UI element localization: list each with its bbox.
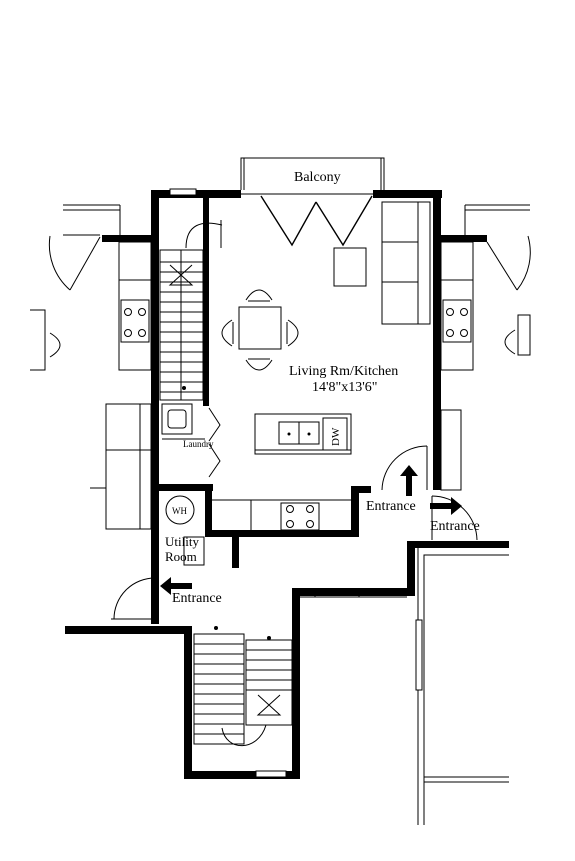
entrance-left-door[interactable]	[111, 577, 156, 620]
left-wall	[151, 190, 159, 622]
lower-right-step-wall	[407, 541, 415, 596]
dining-chair-right	[286, 319, 299, 347]
utility-right-wall	[205, 484, 212, 536]
french-door-left	[260, 195, 317, 247]
neighbor-unit-left	[30, 204, 152, 530]
utility-room: WH Utility Room	[165, 495, 205, 566]
lower-corridor	[300, 548, 509, 825]
french-door-right	[315, 195, 373, 247]
entrance-right-label: Entrance	[430, 519, 480, 534]
laundry-bifold-door-upper[interactable]	[208, 407, 221, 442]
laundry-sink	[161, 403, 193, 435]
water-heater-label: WH	[172, 506, 187, 516]
entrance-center-door[interactable]	[381, 445, 428, 491]
dishwasher-label: DW	[330, 427, 342, 446]
kitchen-island	[254, 413, 352, 455]
entrance-center-label: Entrance	[366, 499, 416, 514]
lower-stair-left-wall	[184, 626, 192, 778]
water-heater	[165, 495, 195, 525]
entrance-left-label: Entrance	[172, 591, 222, 606]
upper-stairs[interactable]	[159, 220, 223, 401]
kitchen: DW	[212, 413, 352, 531]
lower-right-top-wall	[407, 541, 509, 548]
stair-break-mark	[168, 264, 194, 286]
laundry-area: Laundry	[161, 403, 221, 478]
cooktop	[280, 502, 320, 531]
alcove-top-wall	[351, 486, 371, 493]
living-room-dimensions: 14'8"x13'6"	[312, 380, 377, 395]
stair-direction-arc	[185, 222, 223, 249]
dining-chair-top	[245, 289, 273, 302]
lower-stair-break	[256, 694, 282, 716]
dining-chair-left	[221, 319, 234, 347]
right-stub-wall	[437, 235, 487, 242]
entrance-left-arrow	[160, 577, 192, 595]
dining-set	[221, 289, 299, 371]
dishwasher	[322, 417, 348, 451]
balcony: Balcony	[240, 157, 385, 190]
dining-chair-bottom	[245, 358, 273, 371]
top-wall-right	[373, 190, 442, 198]
kitchen-bottom-wall	[205, 530, 359, 537]
kitchen-stub-wall	[232, 536, 239, 568]
utility-label-line1: Utility	[165, 534, 199, 549]
bottom-window	[255, 770, 287, 778]
alcove-left-wall	[351, 490, 359, 537]
entrance-center-arrow	[400, 465, 418, 496]
utility-top-wall	[155, 484, 213, 491]
corridor-top-wall	[292, 588, 415, 596]
lower-left-wall-2	[160, 626, 190, 634]
right-wall	[433, 190, 441, 490]
lower-left-wall	[65, 626, 160, 634]
coffee-table	[333, 247, 367, 287]
entry-jamb-wall	[151, 580, 159, 624]
top-window	[169, 188, 197, 196]
living-room-label: Living Rm/Kitchen	[289, 364, 398, 379]
utility-label-line2: Room	[165, 549, 197, 564]
entrance-right-arrow	[430, 497, 462, 515]
laundry-label: Laundry	[183, 439, 214, 449]
dining-table	[238, 306, 282, 350]
lower-stair-bottom-wall	[184, 771, 300, 779]
sofa	[381, 201, 431, 325]
lower-stairs[interactable]	[193, 626, 293, 747]
stair-partition-wall	[203, 196, 209, 406]
neighbor-unit-right	[440, 204, 531, 491]
balcony-doors[interactable]	[241, 193, 373, 247]
lower-stair-right-wall	[292, 588, 300, 778]
left-stub-wall	[102, 235, 155, 242]
laundry-bifold-door-lower[interactable]	[208, 443, 221, 478]
balcony-outline	[240, 157, 385, 190]
lower-stair-arc	[221, 724, 267, 747]
balcony-label: Balcony	[294, 170, 341, 185]
walls	[65, 190, 509, 779]
